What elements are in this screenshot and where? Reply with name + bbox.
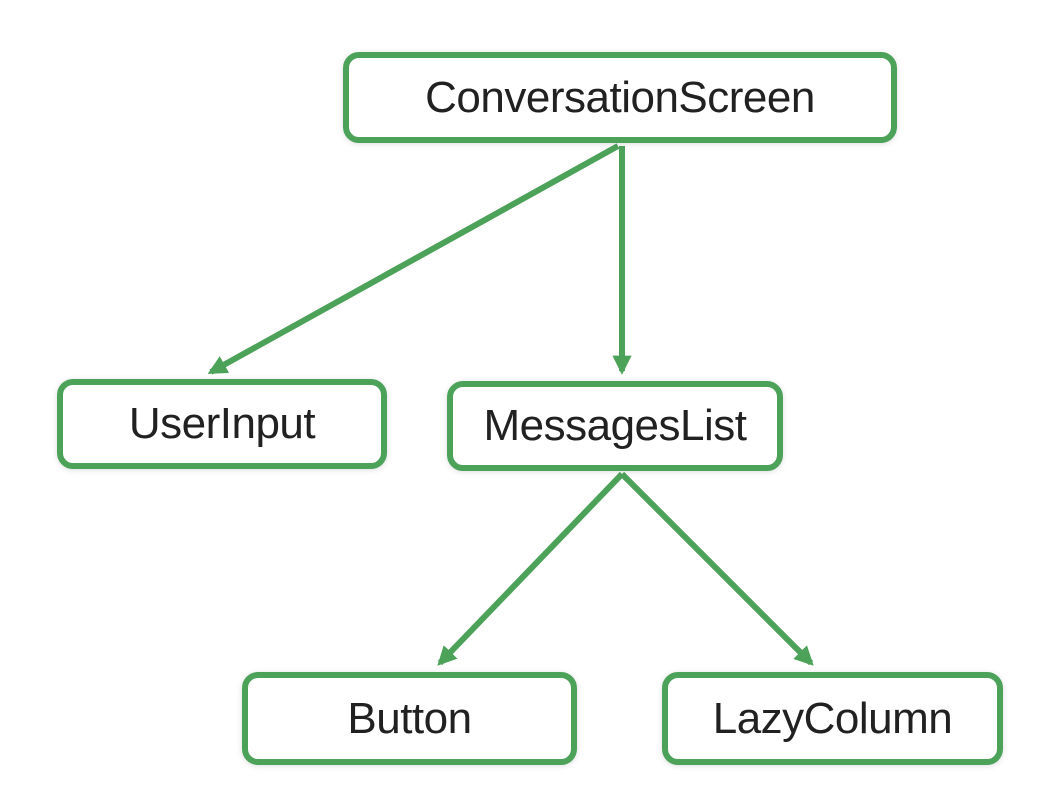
node-messages-list: MessagesList [447, 381, 783, 471]
edge-messageslist-button [437, 471, 625, 666]
node-user-input: UserInput [57, 379, 387, 469]
edge-conversationscreen-userinput [207, 143, 620, 375]
node-lazy-column-label: LazyColumn [712, 693, 953, 743]
node-user-input-label: UserInput [128, 399, 316, 448]
node-conversation-screen: ConversationScreen [343, 52, 897, 143]
node-conversation-screen-label: ConversationScreen [425, 72, 815, 122]
node-messages-list-label: MessagesList [483, 401, 747, 450]
node-button-label: Button [347, 693, 472, 743]
node-button: Button [242, 672, 577, 765]
node-lazy-column: LazyColumn [662, 672, 1003, 765]
edge-messageslist-lazycolumn [619, 471, 814, 666]
